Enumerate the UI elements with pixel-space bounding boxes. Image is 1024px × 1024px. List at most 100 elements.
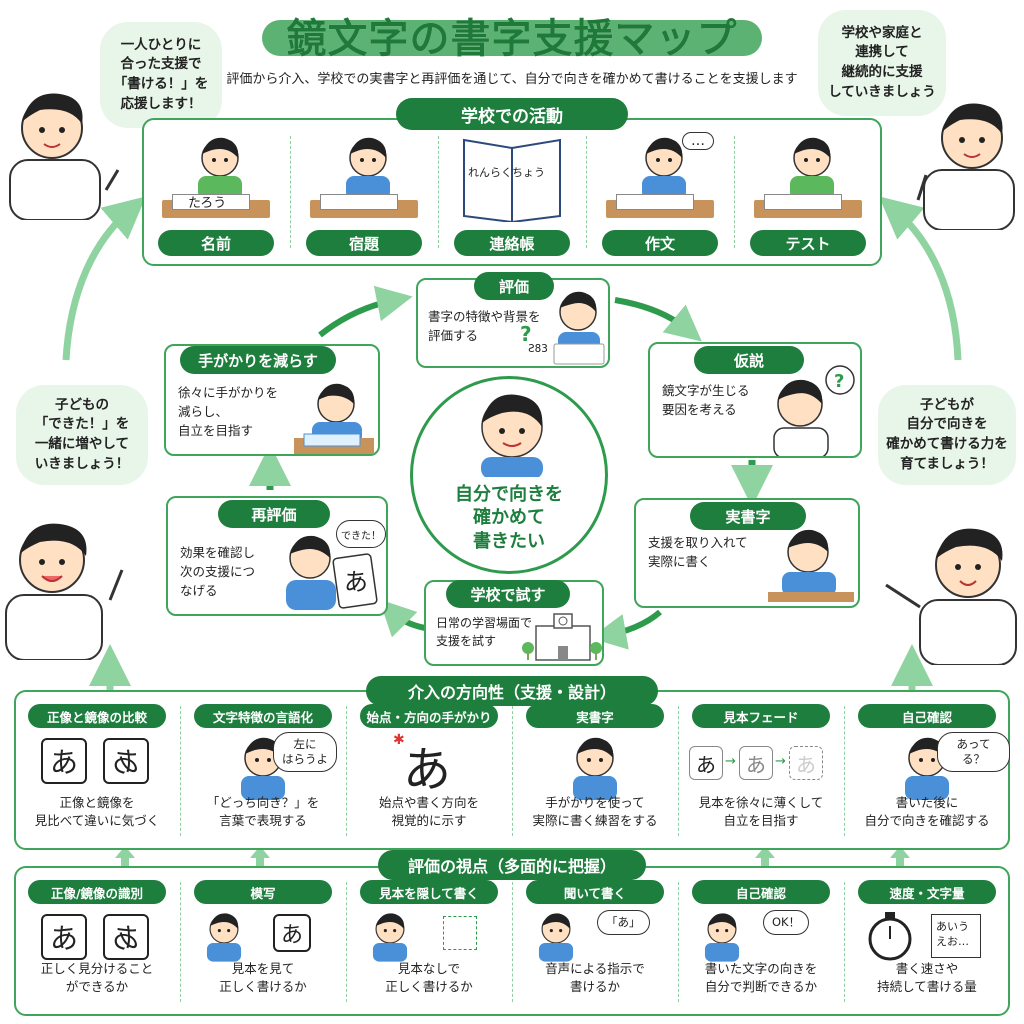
intervention-item-title: 実書字 <box>526 704 664 728</box>
speech-bubble: 左に はらうよ <box>273 732 337 772</box>
step-eval-text: 書字の特徴や背景を 評価する <box>428 309 541 343</box>
assessment-item-title: 速度・文字量 <box>858 880 996 904</box>
arrow-fade-to-eval <box>318 285 413 338</box>
assessment-item-text: 見本を見て 正しく書けるか <box>219 961 307 995</box>
school-divider <box>586 136 587 248</box>
speech-bubble: あってる？ <box>937 732 1010 772</box>
intervention-item-title: 正像と鏡像の比較 <box>28 704 166 728</box>
fade-glyph-card: あ <box>739 746 773 780</box>
assessment-divider <box>844 882 845 1002</box>
school-divider <box>290 136 291 248</box>
school-activity-note: たろう <box>188 196 227 211</box>
intervention-item-text: 「どっち向き？」を 言葉で表現する <box>206 795 320 829</box>
child-figure <box>359 908 421 968</box>
intervention-item-illustration: 左に はらうよ <box>180 732 346 800</box>
child-thinking: ? <box>773 365 855 456</box>
intervention-item-text: 見本を徐々に薄くして 自立を目指す <box>698 795 824 829</box>
school-activity-label: 宿題 <box>306 230 422 256</box>
school-activity-illustration <box>458 132 566 224</box>
assessment-item-illustration: あいう えお… <box>844 908 1010 961</box>
intervention-item-text: 書いた後に 自分で向きを確認する <box>864 795 990 829</box>
start-point-icon: ✱ <box>393 732 405 748</box>
intervention-divider <box>512 706 513 836</box>
child-writing-real <box>768 529 854 602</box>
intervention-divider <box>180 706 181 836</box>
child-figure <box>555 732 635 806</box>
bubble-mid-left: 子どもの 「できた！」を 一緒に増やして いきましょう！ <box>16 385 148 485</box>
child-figure <box>223 732 303 806</box>
child-writing-fade <box>294 383 374 454</box>
fade-glyph-card: あ <box>789 746 823 780</box>
school-activity-label: 名前 <box>158 230 274 256</box>
assessment-item-illustration: あ <box>180 908 346 962</box>
assessment-item-title: 模写 <box>194 880 332 904</box>
teacher-top-left <box>9 93 120 220</box>
step-hypo-text: 鏡文字が生じる 要因を考える <box>662 383 750 417</box>
child-holding-card <box>286 535 378 610</box>
intervention-item-title: 始点・方向の手がかり <box>360 704 498 728</box>
school-activity-label: 連絡帳 <box>454 230 570 256</box>
assessment-item-illustration: ああ <box>14 908 180 960</box>
step-reeval-title: 再評価 <box>218 500 330 528</box>
school-activity-illustration <box>162 132 270 224</box>
assessment-item-illustration: OK！ <box>678 908 844 962</box>
child-figure <box>887 732 967 806</box>
intervention-item-title: 文字特徴の言語化 <box>194 704 332 728</box>
hidden-model-box <box>443 916 477 950</box>
assessment-divider <box>180 882 181 1002</box>
stroke-guide-glyph: あ <box>403 742 452 798</box>
intervention-item-illustration: あ✱ <box>346 732 512 798</box>
intervention-item-text: 手がかりを使って 実際に書く練習をする <box>532 795 658 829</box>
arrow-school-to-reeval <box>379 599 426 638</box>
intervention-item-illustration: ああ <box>14 732 180 792</box>
step-real-text: 支援を取り入れて 実際に書く <box>648 535 748 569</box>
bubble-top-right: 学校や家庭と 連携して 継続的に支援 していきましょう <box>818 10 946 116</box>
writing-sheet: あいう えお… <box>931 914 981 958</box>
school-activity-illustration <box>310 132 418 224</box>
page-title-wrap: 鏡文字の書字支援マップ <box>262 6 762 62</box>
intervention-row: 正像と鏡像の比較ああ正像と鏡像を 見比べて違いに気づく文字特徴の言語化左に はら… <box>14 690 1010 850</box>
school-divider <box>734 136 735 248</box>
step-reeval-card: 効果を確認し 次の支援につ なげる あ できた！ <box>166 496 388 616</box>
school-activity-label: 作文 <box>602 230 718 256</box>
step-real-card: 支援を取り入れて 実際に書く <box>634 498 860 608</box>
mirror-glyph-card: あ <box>103 738 149 784</box>
child-figure <box>193 908 255 968</box>
assessment-item-text: 音声による指示で 書けるか <box>545 961 645 995</box>
normal-glyph-card: あ <box>41 914 87 960</box>
model-glyph-card: あ <box>273 914 311 952</box>
small-up-arrows <box>115 846 910 866</box>
school-activity-illustration <box>606 132 714 224</box>
question-mark-icon: ? <box>520 322 532 346</box>
assessment-divider <box>678 882 679 1002</box>
school-building-icon <box>522 613 602 661</box>
speech-bubble: OK！ <box>763 910 810 935</box>
school-activity-illustration <box>754 132 862 224</box>
step-eval-note: Ƨ83 <box>528 342 548 355</box>
teacher-mid-left <box>5 523 124 660</box>
intervention-item-text: 始点や書く方向を 視覚的に示す <box>378 795 479 829</box>
assessment-item-title: 聞いて書く <box>526 880 664 904</box>
assessment-item-illustration <box>346 908 512 962</box>
svg-text:?: ? <box>834 371 844 392</box>
speech-bubble: 「あ」 <box>597 910 650 935</box>
step-reeval-text: 効果を確認し 次の支援につ なげる <box>180 545 256 598</box>
title-highlight <box>262 20 762 56</box>
intervention-item-title: 見本フェード <box>692 704 830 728</box>
child-figure <box>691 908 753 968</box>
bubble-mid-right: 子どもが 自分で向きを 確かめて書ける力を 育てましょう！ <box>878 385 1016 485</box>
assessment-header: 評価の視点（多面的に把握） <box>378 850 646 880</box>
assessment-item-title: 自己確認 <box>692 880 830 904</box>
page-subtitle: 評価から介入、学校での実書字と再評価を通じて、自分で向きを確かめて書けることを支… <box>226 72 798 87</box>
child-figure <box>525 908 587 968</box>
assessment-item-text: 書いた文字の向きを 自分で判断できるか <box>704 961 818 995</box>
school-activities-row: たろう名前宿題れんらくちょう連絡帳…作文テスト <box>142 118 882 266</box>
mirror-glyph-card: あ <box>103 914 149 960</box>
assessment-item-title: 見本を隠して書く <box>360 880 498 904</box>
arrow-right-icon: → <box>775 754 786 769</box>
fade-glyph-card: あ <box>689 746 723 780</box>
assessment-item-illustration: 「あ」 <box>512 908 678 962</box>
intervention-divider <box>346 706 347 836</box>
normal-glyph-card: あ <box>41 738 87 784</box>
